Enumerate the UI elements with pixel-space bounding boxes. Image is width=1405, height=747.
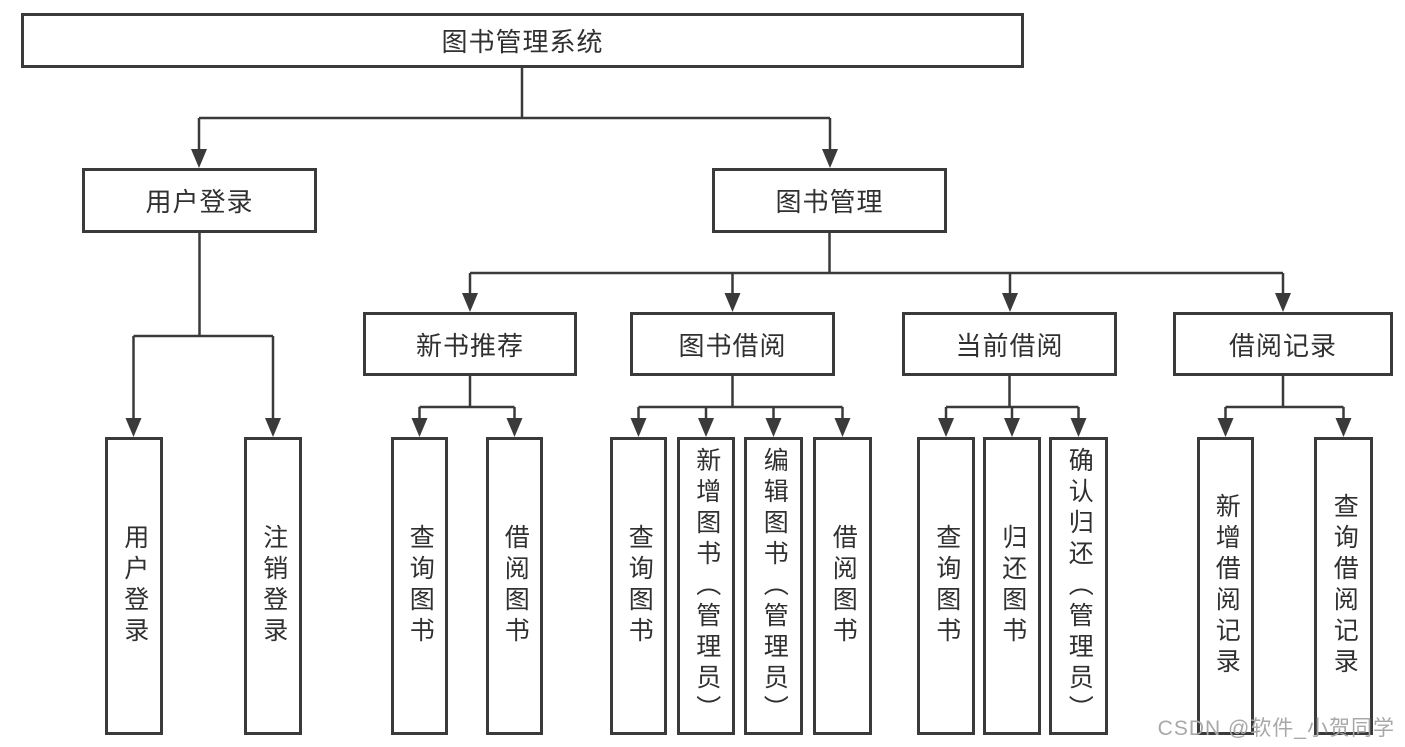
node-current-borrow: 当前借阅 [902, 312, 1117, 376]
arrowhead-icon [724, 293, 741, 312]
node-new-book-recommend: 新书推荐 [363, 312, 577, 376]
arrowhead-icon [1335, 418, 1352, 437]
arrowhead-icon [1070, 418, 1087, 437]
leaf-user-login: 用户登录 [105, 437, 163, 735]
leaf-add-borrow-record: 新增借阅记录 [1197, 437, 1254, 735]
arrowhead-icon [765, 418, 782, 437]
node-book-borrow: 图书借阅 [630, 312, 835, 376]
csdn-watermark: CSDN @软件_小贺同学 [1157, 717, 1395, 740]
leaf-borrow-books-recommend: 借阅图书 [486, 437, 543, 735]
arrowhead-icon [191, 149, 207, 168]
node-root: 图书管理系统 [21, 13, 1024, 68]
arrowhead-icon [506, 418, 523, 437]
arrowhead-icon [1002, 293, 1018, 312]
leaf-query-books-current: 查询图书 [917, 437, 975, 735]
leaf-query-books-recommend: 查询图书 [391, 437, 448, 735]
leaf-edit-book-admin: 编辑图书（管理员） [744, 437, 803, 735]
leaf-confirm-return-admin: 确认归还（管理员） [1049, 437, 1108, 735]
leaf-return-book: 归还图书 [983, 437, 1041, 735]
arrowhead-icon [630, 418, 647, 437]
node-user-login: 用户登录 [82, 168, 317, 233]
arrowhead-icon [265, 418, 281, 437]
node-borrow-records: 借阅记录 [1173, 312, 1393, 376]
arrowhead-icon [462, 293, 478, 312]
leaf-query-borrow-record: 查询借阅记录 [1314, 437, 1373, 735]
arrowhead-icon [834, 418, 851, 437]
arrowhead-icon [1004, 418, 1020, 437]
arrowhead-icon [938, 418, 954, 437]
leaf-add-book-admin: 新增图书（管理员） [677, 437, 735, 735]
arrowhead-icon [1275, 293, 1291, 312]
leaf-borrow-books: 借阅图书 [813, 437, 872, 735]
arrowhead-icon [411, 418, 428, 437]
arrowhead-icon [1217, 418, 1234, 437]
leaf-query-books-borrow: 查询图书 [610, 437, 667, 735]
arrowhead-icon [822, 149, 838, 168]
arrowhead-icon [698, 418, 714, 437]
arrowhead-icon [125, 418, 142, 437]
node-book-management: 图书管理 [712, 168, 947, 233]
leaf-logout: 注销登录 [244, 437, 302, 735]
